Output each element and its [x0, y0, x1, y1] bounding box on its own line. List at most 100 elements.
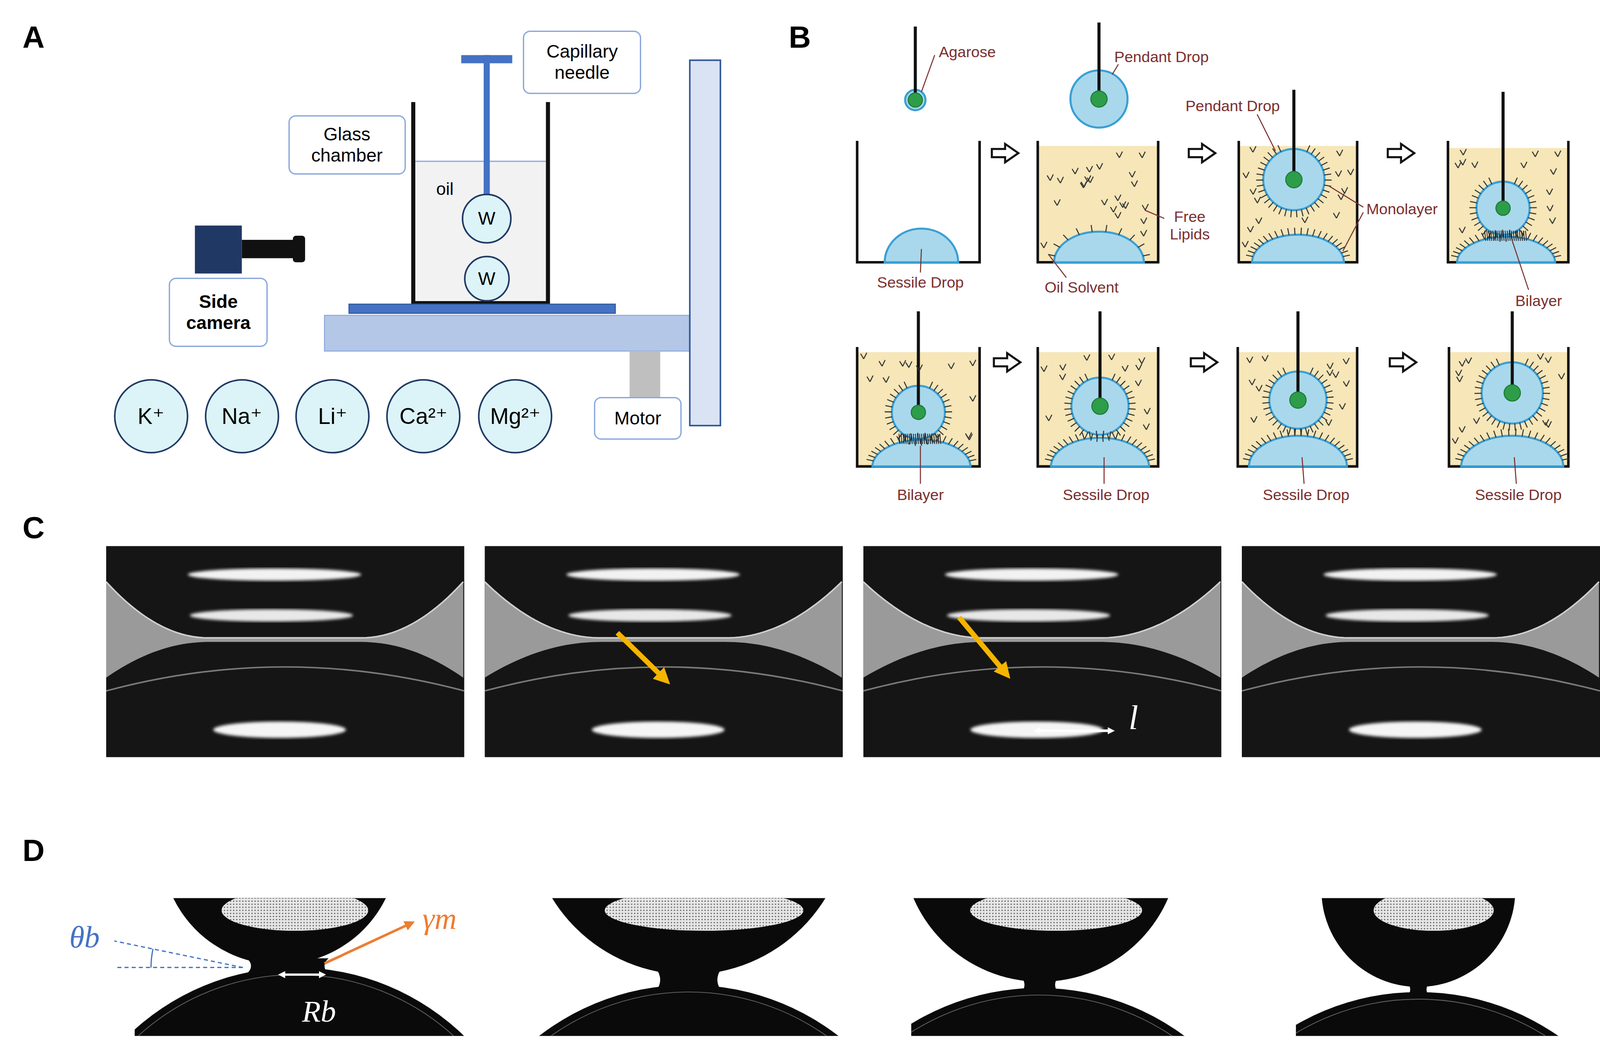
lipid-tail: [1560, 453, 1568, 456]
bilayer-lipid: [1513, 230, 1515, 241]
lipid-tail: [1536, 370, 1543, 375]
lipid-tail: [1084, 373, 1088, 381]
photo-panel: [134, 898, 468, 1036]
lipid-tail: [1483, 180, 1488, 187]
lipid-tail: [1345, 458, 1353, 460]
lipid-tail: [943, 399, 950, 403]
glass-chamber: [413, 102, 548, 304]
reflection: [189, 609, 354, 622]
free-lipid: [1459, 226, 1466, 234]
lipid-tail: [1478, 375, 1485, 379]
oil-fill: [415, 161, 546, 303]
motor-shaft: [629, 350, 661, 397]
photo-panel: [484, 545, 843, 757]
lipid-tail: [1079, 377, 1084, 383]
sessile-drop: [1249, 435, 1348, 467]
lipid-tail: [1268, 233, 1273, 239]
lipid-tail: [894, 389, 899, 395]
lipid-tail: [1522, 225, 1529, 231]
bilayer-lipid: [1515, 230, 1517, 241]
free-lipid: [1057, 176, 1064, 184]
lipid-tail: [1542, 398, 1550, 400]
lipid-tail: [1267, 152, 1273, 158]
lipid-tail: [887, 399, 895, 403]
free-lipid: [1343, 357, 1350, 365]
lipid-tail: [1300, 428, 1301, 436]
lipid-tail: [1491, 361, 1496, 368]
tension-label: γm: [422, 900, 457, 936]
ion-circle: Ca²⁺: [385, 378, 462, 454]
lipid-tail: [1319, 432, 1323, 439]
lipid-tail: [1471, 195, 1479, 198]
lipid-tail: [969, 459, 977, 461]
step-arrow: [991, 143, 1019, 163]
lipid-tail: [1277, 370, 1282, 377]
upper-drop-edge: [863, 581, 1221, 639]
sessile-drop: [1252, 234, 1344, 263]
free-lipid: [1546, 205, 1554, 212]
bilayer-lipid: [1511, 230, 1513, 241]
lipid-tail: [1116, 429, 1121, 436]
free-lipid: [879, 359, 886, 367]
needle: [913, 26, 917, 100]
lipid-tail: [1341, 250, 1349, 253]
lipid-tail: [1487, 415, 1493, 421]
lipid-tail: [1070, 422, 1077, 427]
lipid-tail: [1314, 202, 1320, 208]
leader-line: [919, 445, 921, 484]
node-text: Mg²⁺: [489, 403, 541, 430]
free-lipid: [1083, 354, 1091, 361]
bilayer-lipid: [1523, 230, 1525, 241]
lipid-tail: [1527, 233, 1531, 240]
lipid-tail: [1469, 201, 1478, 203]
free-lipid: [1545, 356, 1552, 363]
lipid-tail: [898, 384, 903, 391]
free-lipid: [1332, 371, 1340, 378]
leader-line: [1514, 457, 1517, 484]
photo-panel: [1241, 545, 1600, 757]
lipid-tail: [1076, 228, 1080, 235]
lipid-tail: [1536, 411, 1542, 417]
annotation-label: Free Lipids: [1164, 207, 1216, 243]
callout-box: Side camera: [168, 277, 268, 347]
lipid-tail: [1294, 227, 1295, 235]
free-lipid: [905, 361, 913, 368]
lower-drop: [911, 987, 1248, 1036]
lipid-tail: [1341, 449, 1349, 453]
free-lipid: [1246, 356, 1254, 363]
lipid-tail: [921, 438, 922, 446]
lipid-tail: [1455, 458, 1463, 460]
lipid-tail: [1464, 240, 1470, 246]
lipid-tail: [938, 430, 944, 436]
lipid-tail: [871, 451, 878, 455]
free-lipid: [1537, 353, 1544, 360]
lipid-tail: [1264, 198, 1270, 203]
lipid-tail: [1332, 238, 1338, 244]
lipid-tail: [1482, 370, 1488, 375]
lipid-tail: [1277, 145, 1281, 152]
bilayer-lipid: [1494, 230, 1496, 241]
free-lipid: [1096, 163, 1103, 170]
node-text: W: [477, 268, 496, 290]
free-lipid: [1139, 151, 1146, 158]
bilayer-lipid: [923, 433, 925, 445]
lipid-tail: [1539, 375, 1546, 379]
lipid-tail: [1070, 385, 1077, 390]
lipid-tail: [1522, 184, 1528, 190]
angle-guide: [114, 940, 243, 968]
node-text: K⁺: [137, 403, 165, 430]
bilayer-lipid: [1505, 230, 1506, 241]
lipid-tail: [1528, 418, 1533, 425]
lipid-tail: [1268, 202, 1274, 208]
lipid-tail: [944, 416, 952, 418]
lipid-tail: [1325, 434, 1330, 441]
pointer-arrow: [959, 617, 1006, 673]
lipid-tail: [1127, 413, 1135, 416]
free-lipid: [965, 432, 972, 439]
bilayer-lipid: [935, 433, 937, 445]
free-lipid: [1471, 161, 1479, 168]
lipid-tail: [1468, 440, 1475, 446]
lipid-tail: [1282, 367, 1286, 374]
lipid-tail: [1549, 247, 1556, 251]
